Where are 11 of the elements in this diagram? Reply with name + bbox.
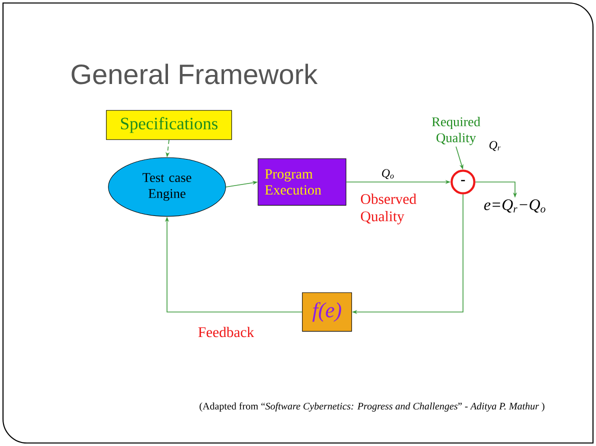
edge-label: Q$_{o}$ [382,169,394,180]
function-box: f(e) [302,292,352,332]
process-box: Program Execution [258,158,346,206]
note-label: Feedback [198,326,254,338]
equation-label: e=Q$_{r}$−Q$_{o}$ [484,199,546,213]
slide-title: General Framework [72,64,318,84]
symbol-label: Q$_{r}$ [489,141,501,151]
note-label: Observed Quality [360,194,416,224]
caption: (Adapted from “Software Cybernetics: Progress and Challenges” - Aditya P. Mathur ) [200,402,544,412]
specification-box: Specifications [106,110,232,140]
input-label: Required Quality [432,116,480,146]
